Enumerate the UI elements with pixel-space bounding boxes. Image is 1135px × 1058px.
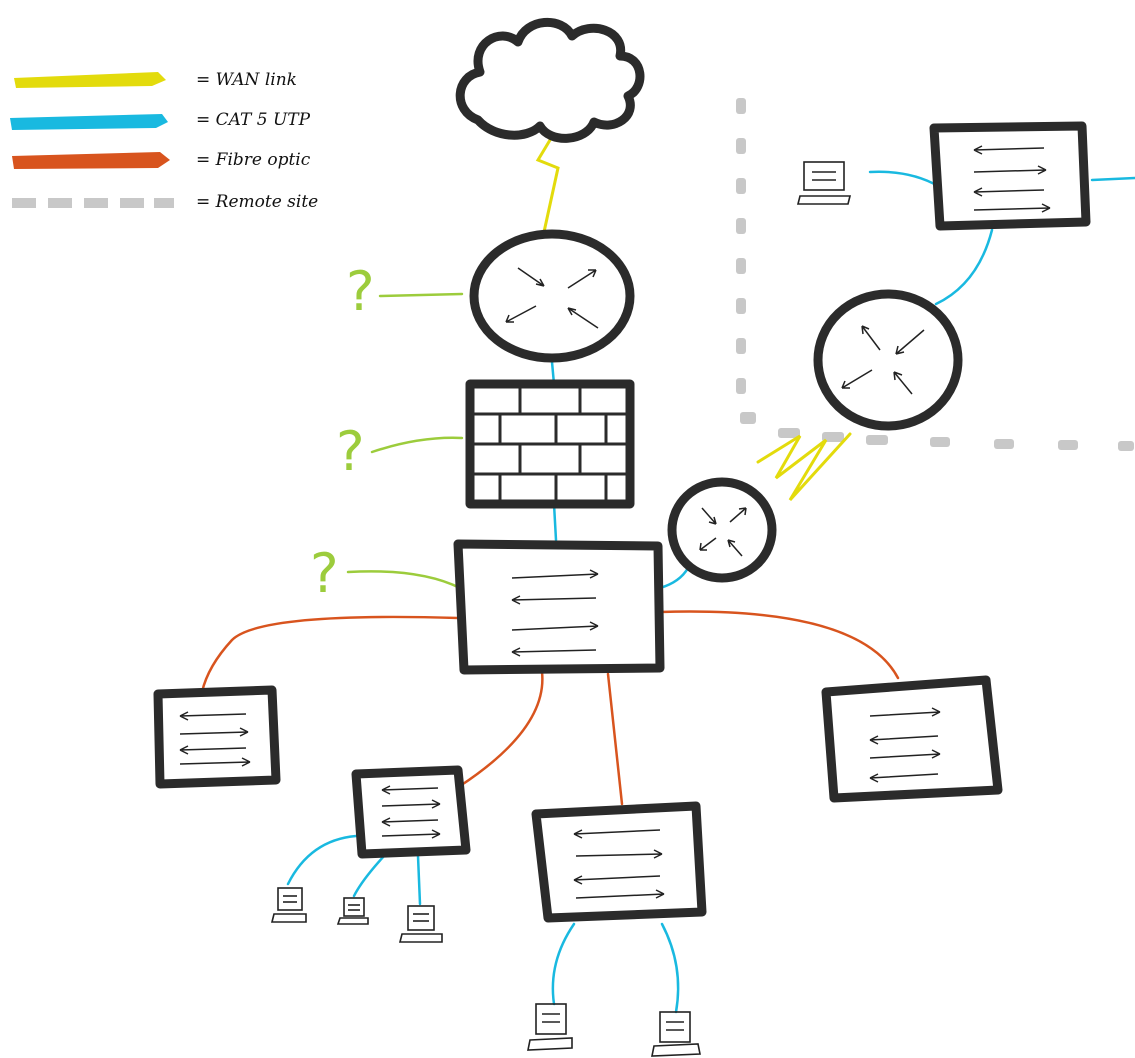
workstation-1 <box>270 887 307 923</box>
cat5-link-ws3 <box>416 854 422 906</box>
cat5-link-switch-wanrouter <box>658 566 690 590</box>
cat5-link-ws4 <box>551 922 576 1006</box>
fibre-link-right <box>658 610 900 680</box>
unknown-marker-router: ? <box>346 260 375 323</box>
unknown-marker-switch: ? <box>310 542 339 605</box>
access-switch-2 <box>531 801 707 923</box>
svg-text:= Remote site: = Remote site <box>196 192 318 212</box>
cat5-link-ws1 <box>286 834 358 886</box>
cat5-link-remote-exit <box>1090 176 1135 182</box>
fibre-link-left <box>200 615 460 694</box>
remote-router <box>813 289 963 431</box>
legend-label-remote: Remote site <box>215 192 319 212</box>
wan-router <box>667 477 777 583</box>
svg-text:= CAT 5 UTP: = CAT 5 UTP <box>196 110 311 130</box>
unknown-link-firewall <box>370 436 464 454</box>
unknown-link-switch <box>346 570 462 590</box>
legend-swatch-remote <box>12 198 174 208</box>
svg-text:= Fibre optic: = Fibre optic <box>196 150 311 170</box>
workstation-2 <box>336 897 369 925</box>
access-switch-1 <box>351 765 471 859</box>
cat5-link-remote-router-switch <box>934 228 994 306</box>
cat5-link-remote-ws <box>868 170 940 188</box>
core-switch <box>453 539 665 675</box>
fibre-link-access1 <box>458 670 544 788</box>
distribution-switch-right <box>821 675 1003 803</box>
legend-label-cat5: CAT 5 UTP <box>216 110 311 130</box>
internet-cloud <box>455 18 645 143</box>
wan-link-remote <box>756 432 852 502</box>
legend-swatch-wan <box>14 72 166 88</box>
cat5-link-firewall-switch <box>552 502 558 542</box>
edge-router <box>469 229 635 363</box>
fibre-link-access2 <box>606 672 624 806</box>
workstation-3 <box>398 905 443 943</box>
unknown-marker-firewall: ? <box>336 420 365 483</box>
workstation-5 <box>651 1011 701 1057</box>
workstation-4 <box>527 1003 573 1051</box>
remote-workstation <box>796 161 852 205</box>
unknown-link-router <box>378 292 464 298</box>
legend: = WAN link = CAT 5 UTP = Fibre optic = R… <box>10 70 318 212</box>
remote-site-boundary <box>736 98 1134 451</box>
svg-text:= WAN link: = WAN link <box>196 70 297 90</box>
cat5-link-ws5 <box>660 922 680 1014</box>
legend-swatch-cat5 <box>10 114 168 130</box>
firewall <box>465 379 635 509</box>
legend-label-wan: WAN link <box>216 70 297 90</box>
distribution-switch-left <box>153 685 281 789</box>
legend-swatch-fibre <box>12 152 170 169</box>
remote-switch <box>929 121 1091 231</box>
cat5-link-ws2 <box>352 854 386 898</box>
legend-label-fibre: Fibre optic <box>215 150 311 170</box>
links <box>200 98 1135 1014</box>
